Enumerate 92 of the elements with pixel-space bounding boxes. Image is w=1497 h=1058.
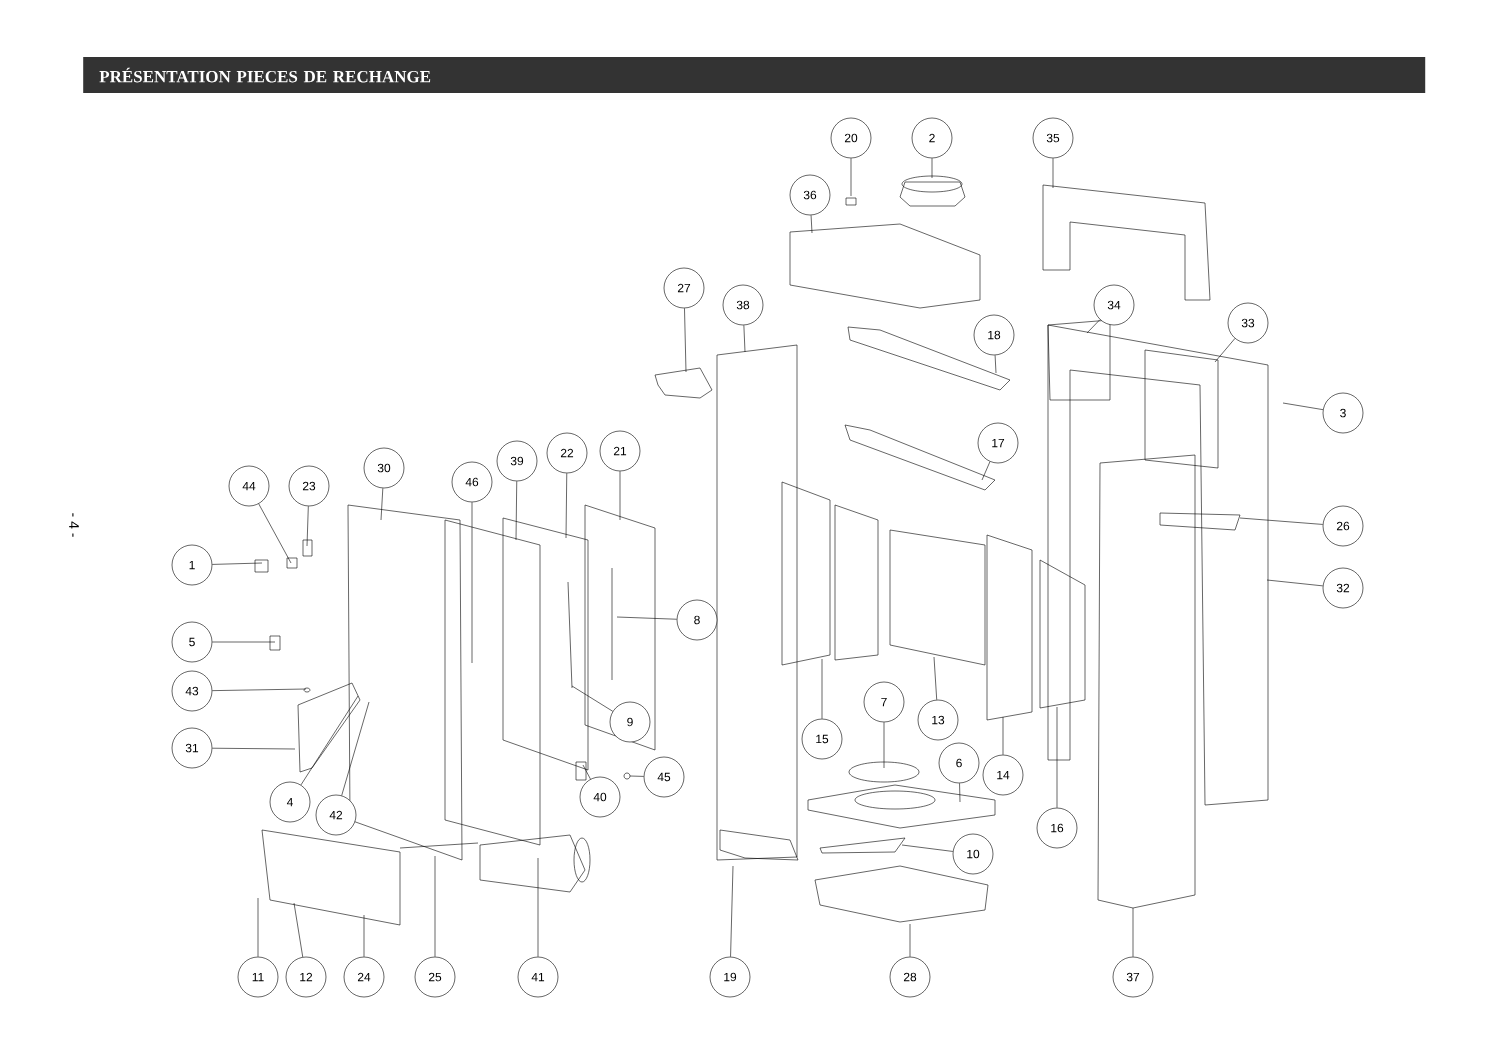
leader-line <box>212 688 307 691</box>
leader-line <box>380 487 384 521</box>
leader-line <box>341 701 370 796</box>
leader-line <box>629 775 644 777</box>
callout-number: 4 <box>269 781 311 823</box>
leader-line <box>258 503 292 564</box>
leader-line <box>293 902 304 958</box>
callout-number: 20 <box>830 117 872 159</box>
leader-line <box>571 685 614 712</box>
callout-number: 8 <box>676 599 718 641</box>
callout-number: 37 <box>1112 956 1154 998</box>
leader-line <box>1056 706 1058 808</box>
callout-number: 21 <box>599 430 641 472</box>
leader-line <box>300 695 359 786</box>
leader-line <box>743 325 746 353</box>
leader-line <box>1239 517 1324 525</box>
callout-number: 15 <box>801 718 843 760</box>
callout-number: 36 <box>789 174 831 216</box>
callout-number: 28 <box>889 956 931 998</box>
callout-number: 32 <box>1322 567 1364 609</box>
callout-number: 27 <box>663 267 705 309</box>
leader-line <box>850 158 852 197</box>
callout-number: 40 <box>579 776 621 818</box>
callout-number: 3 <box>1322 392 1364 434</box>
callout-number: 42 <box>315 794 357 836</box>
callout-number: 30 <box>363 447 405 489</box>
leader-line <box>582 764 591 780</box>
callout-number: 10 <box>952 833 994 875</box>
callout-number: 46 <box>451 461 493 503</box>
callout-number: 45 <box>643 756 685 798</box>
leader-line <box>959 783 961 803</box>
page-number: - 4 - <box>69 513 79 537</box>
leader-line <box>909 923 911 957</box>
leader-line <box>565 473 568 539</box>
leader-line <box>901 844 954 852</box>
callout-number: 1 <box>171 544 213 586</box>
leader-line <box>212 747 296 750</box>
callout-number: 33 <box>1227 302 1269 344</box>
callout-number: 39 <box>496 440 538 482</box>
callout-number: 12 <box>285 956 327 998</box>
callout-number: 41 <box>517 956 559 998</box>
leader-line <box>883 722 885 769</box>
leader-line <box>619 471 621 521</box>
leader-line <box>994 354 997 374</box>
leader-line <box>810 215 813 234</box>
callout-number: 9 <box>609 701 651 743</box>
leader-line <box>1214 338 1236 363</box>
leader-line <box>684 308 687 373</box>
leader-line <box>1282 402 1324 410</box>
leader-line <box>515 481 518 541</box>
callout-number: 11 <box>237 956 279 998</box>
callout-number: 5 <box>171 621 213 663</box>
leader-line <box>933 656 937 701</box>
leader-line <box>212 562 263 565</box>
callout-number: 14 <box>982 754 1024 796</box>
leader-line <box>434 855 436 957</box>
leader-line <box>730 865 734 957</box>
title-bar: PRÉSENTATION PIECES DE RECHANGE <box>83 57 1426 93</box>
leader-line <box>1266 579 1324 587</box>
callout-number: 44 <box>228 465 270 507</box>
leader-line <box>981 461 991 481</box>
callout-number: 2 <box>911 117 953 159</box>
leader-line <box>257 897 259 957</box>
callout-number: 26 <box>1322 505 1364 547</box>
leader-line <box>616 616 677 620</box>
callout-number: 25 <box>414 956 456 998</box>
callout-number: 43 <box>171 670 213 712</box>
leader-line <box>821 658 823 719</box>
callout-number: 35 <box>1032 117 1074 159</box>
leader-line <box>471 502 473 664</box>
leader-line <box>1052 158 1054 189</box>
leader-line <box>537 857 539 957</box>
leader-line <box>931 158 933 179</box>
callout-number: 7 <box>863 681 905 723</box>
callout-number: 31 <box>171 727 213 769</box>
leader-line <box>1002 716 1004 755</box>
callout-number: 18 <box>973 314 1015 356</box>
callout-number: 13 <box>917 699 959 741</box>
leader-line <box>212 641 276 643</box>
leader-line <box>363 914 365 957</box>
callout-number: 24 <box>343 956 385 998</box>
callout-number: 16 <box>1036 807 1078 849</box>
callout-number: 23 <box>288 465 330 507</box>
callout-number: 17 <box>977 422 1019 464</box>
leader-line <box>306 506 309 547</box>
callout-number: 19 <box>709 956 751 998</box>
leader-line <box>1086 319 1101 334</box>
callout-number: 6 <box>938 742 980 784</box>
callout-number: 38 <box>722 284 764 326</box>
leader-line <box>1132 907 1134 957</box>
callout-number: 34 <box>1093 284 1135 326</box>
callout-number: 22 <box>546 432 588 474</box>
